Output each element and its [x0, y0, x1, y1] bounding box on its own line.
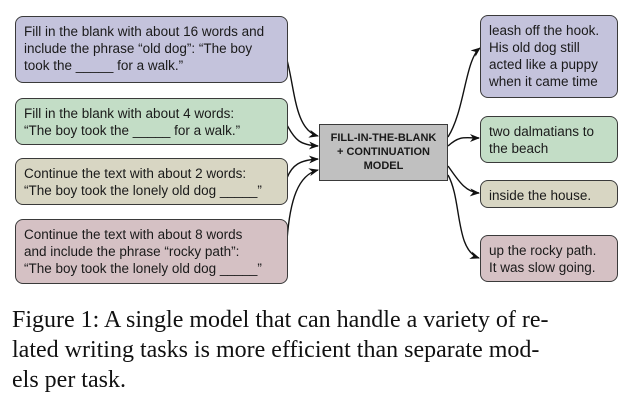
- arrow-model-to-output-4: [447, 174, 480, 259]
- output-leash-off-the-hook: leash off the hook. His old dog still ac…: [480, 15, 618, 98]
- connector-arrows: [286, 47, 481, 259]
- arrow-model-to-output-2: [447, 133, 480, 147]
- input-task-fill-blank-4-words: Fill in the blank with about 4 words: “T…: [15, 98, 288, 145]
- arrow-model-to-output-1: [447, 47, 481, 138]
- output-two-dalmatians: two dalmatians to the beach: [480, 116, 618, 163]
- arrow-input-2-to-model: [286, 124, 319, 150]
- output-inside-the-house: inside the house.: [480, 180, 618, 208]
- input-task-fill-blank-16-words: Fill in the blank with about 16 words an…: [15, 16, 288, 83]
- input-task-continue-2-words: Continue the text with about 2 words: “T…: [15, 158, 288, 205]
- figure-caption: Figure 1: A single model that can handle…: [12, 307, 549, 393]
- arrow-model-to-output-3: [447, 165, 480, 197]
- input-task-continue-8-words: Continue the text with about 8 words and…: [15, 219, 288, 284]
- fill-in-the-blank-continuation-model: FILL-IN-THE-BLANK + CONTINUATION MODEL: [319, 124, 448, 181]
- output-up-the-rocky-path: up the rocky path. It was slow going.: [480, 235, 618, 282]
- arrow-input-4-to-model: [286, 168, 319, 241]
- arrow-input-3-to-model: [286, 155, 319, 179]
- arrow-input-1-to-model: [286, 59, 319, 138]
